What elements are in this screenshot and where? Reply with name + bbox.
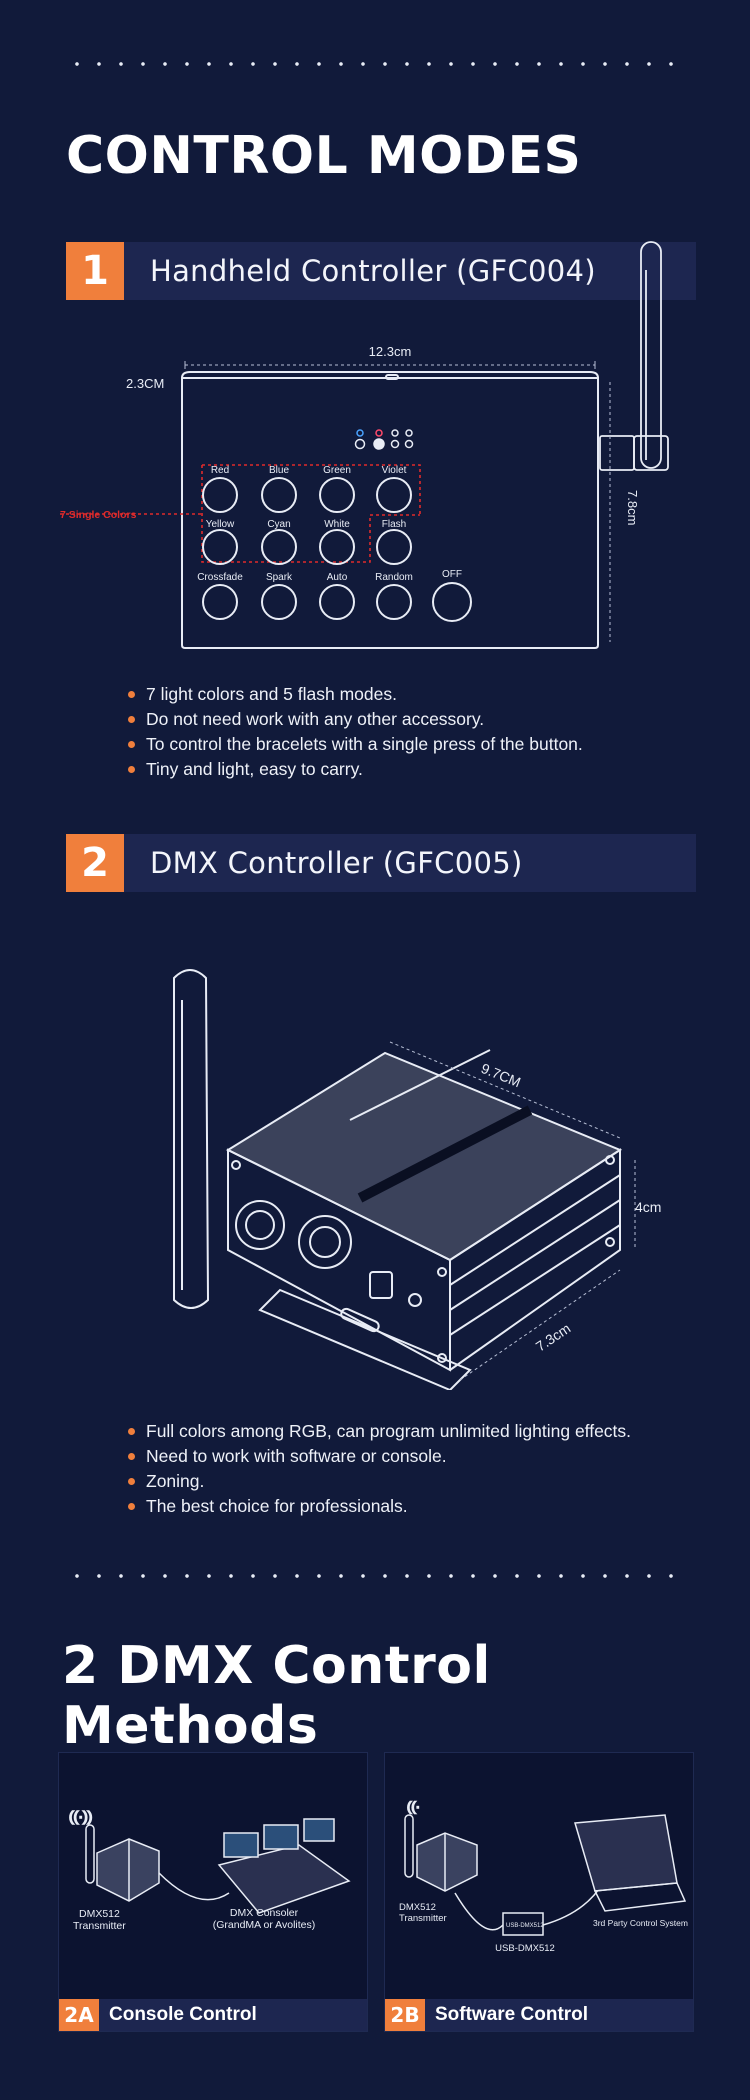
transmitter-label-line2: Transmitter: [73, 1920, 126, 1932]
label-spark: Spark: [266, 572, 293, 583]
handheld-section-title: Handheld Controller (GFC004): [150, 254, 596, 288]
middle-dotted-divider: [66, 1574, 686, 1578]
button-yellow: [202, 529, 238, 565]
label-crossfade: Crossfade: [197, 572, 243, 583]
label-white: White: [324, 519, 350, 530]
list-item: Need to work with software or console.: [128, 1444, 631, 1469]
handheld-controller-illustration: 12.3cm 2.3CM 7.8cm 7 Single Colors: [60, 241, 669, 649]
transmitter-label-line1: DMX512: [399, 1902, 436, 1913]
list-item: Zoning.: [128, 1469, 631, 1494]
list-item: Tiny and light, easy to carry.: [128, 757, 583, 782]
badge-2a: 2A: [59, 1999, 99, 2031]
methods-heading: 2 DMX Control Methods: [62, 1636, 491, 1756]
top-dotted-divider: [66, 62, 686, 66]
section-number-1: 1: [66, 242, 124, 300]
software-control-footer: 2B Software Control: [385, 1999, 693, 2031]
console-control-illustration: ((·)) DMX512 Transmitter DMX Consoler (G…: [68, 1807, 351, 1932]
single-colors-label: 7 Single Colors: [60, 509, 137, 521]
badge-2b: 2B: [385, 1999, 425, 2031]
label-red: Red: [211, 465, 229, 476]
console-control-title: Console Control: [109, 2004, 257, 2025]
button-random: [376, 584, 412, 620]
list-item: To control the bracelets with a single p…: [128, 732, 583, 757]
button-cyan: [261, 529, 297, 565]
handheld-feature-list: 7 light colors and 5 flash modes. Do not…: [128, 682, 583, 782]
dim-height-label: 7.8cm: [625, 490, 640, 525]
software-control-illustration: ((· DMX512 Transmitter USB-DMX512 USB-DM…: [399, 1798, 688, 1954]
signal-icon: ((·)): [69, 1808, 92, 1824]
single-colors-outline: [201, 464, 421, 563]
system-label: 3rd Party Control System: [593, 1918, 688, 1928]
button-white: [319, 529, 355, 565]
list-item: The best choice for professionals.: [128, 1494, 631, 1519]
label-random: Random: [375, 572, 413, 583]
list-item: Full colors among RGB, can program unlim…: [128, 1419, 631, 1444]
label-blue: Blue: [269, 465, 289, 476]
console-label-line1: DMX Consoler: [230, 1907, 299, 1919]
button-crossfade: [202, 584, 238, 620]
button-green: [319, 477, 355, 513]
label-cyan: Cyan: [267, 519, 290, 530]
dmx-section-header: 2 DMX Controller (GFC005): [66, 834, 696, 892]
button-off: [432, 582, 472, 622]
console-control-footer: 2A Console Control: [59, 1999, 367, 2031]
label-yellow: Yellow: [206, 519, 235, 530]
button-violet: [376, 477, 412, 513]
button-spark: [261, 584, 297, 620]
transmitter-label-line2: Transmitter: [399, 1913, 447, 1924]
dim-depth-label: 2.3CM: [126, 376, 164, 391]
control-modes-heading: CONTROL MODES: [66, 126, 582, 186]
software-control-card: ((· DMX512 Transmitter USB-DMX512 USB-DM…: [384, 1752, 694, 2032]
button-red: [202, 477, 238, 513]
handheld-section-header: 1 Handheld Controller (GFC004): [66, 242, 696, 300]
dmx-section-title: DMX Controller (GFC005): [150, 846, 523, 880]
list-item: 7 light colors and 5 flash modes.: [128, 682, 583, 707]
dmx-dim-length: 9.7CM: [479, 1060, 523, 1090]
antenna-icon: [599, 241, 669, 471]
signal-icon: ((·: [407, 1799, 420, 1814]
dmx-feature-list: Full colors among RGB, can program unlim…: [128, 1419, 631, 1519]
label-green: Green: [323, 465, 351, 476]
dmx-dim-height: 4cm: [635, 1199, 661, 1215]
antenna-icon: [173, 969, 210, 1309]
label-auto: Auto: [327, 572, 348, 583]
usb-box-label: USB-DMX512: [506, 1923, 544, 1929]
label-off: OFF: [442, 569, 462, 580]
button-flash: [376, 529, 412, 565]
label-flash: Flash: [382, 519, 406, 530]
console-label-line2: (GrandMA or Avolites): [213, 1919, 316, 1931]
console-control-card: ((·)) DMX512 Transmitter DMX Consoler (G…: [58, 1752, 368, 2032]
dmx-dim-width: 7.3cm: [533, 1320, 574, 1355]
dim-width-label: 12.3cm: [369, 344, 412, 359]
section-number-2: 2: [66, 834, 124, 892]
software-control-title: Software Control: [435, 2004, 589, 2025]
dmx-controller-illustration: 9.7CM 4cm 7.3cm: [173, 969, 661, 1390]
button-auto: [319, 584, 355, 620]
label-violet: Violet: [382, 465, 407, 476]
usb-label: USB-DMX512: [495, 1943, 555, 1954]
transmitter-label-line1: DMX512: [79, 1908, 120, 1920]
list-item: Do not need work with any other accessor…: [128, 707, 583, 732]
button-blue: [261, 477, 297, 513]
